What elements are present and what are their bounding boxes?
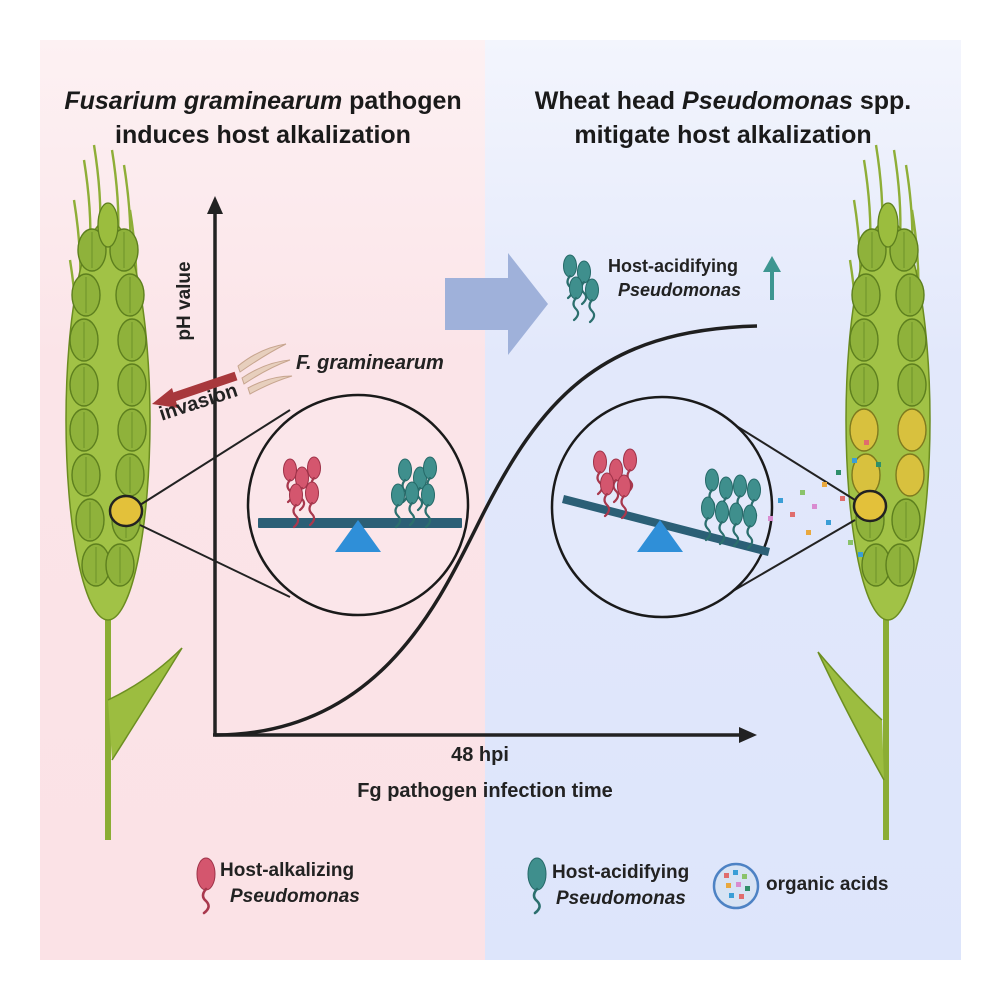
left-zoom-line-top [139, 409, 291, 506]
legend-alkalizing-icon [196, 857, 216, 915]
left-infection-spot [108, 494, 144, 528]
left-magnifier [246, 393, 470, 617]
right-annotation-line1: Host-acidifying [608, 256, 739, 276]
left-title: Fusarium graminearum pathogen induces ho… [40, 84, 486, 152]
left-zoom-line-bottom [139, 524, 291, 598]
right-infection-spot [852, 489, 888, 523]
right-title-prefix: Wheat head [534, 87, 683, 115]
legend-acidifying-icon [527, 857, 547, 915]
right-magnifier [550, 395, 774, 619]
ph-curve [214, 324, 758, 737]
fungus-spores-icon [237, 343, 293, 395]
x-axis-arrowhead [739, 727, 757, 743]
right-title-line2: mitigate host alkalization [574, 121, 872, 149]
left-title-italic: Fusarium graminearum [64, 87, 343, 115]
left-title-rest: pathogen [342, 87, 462, 115]
y-axis-label: pH value [174, 261, 195, 341]
left-title-line2: induces host alkalization [115, 121, 411, 149]
legend-organic-acids-label: organic acids [766, 874, 889, 895]
right-annotation-line2: Pseudomonas [618, 280, 742, 300]
pathogen-label: F. graminearum [296, 352, 444, 374]
legend-organic-acids-icon [712, 862, 760, 910]
y-axis-arrowhead [207, 196, 223, 214]
left-wheat-icon [65, 143, 183, 840]
x-axis-tick-label: 48 hpi [451, 744, 509, 766]
invasion-arrow [152, 371, 238, 408]
legend-acidifying-line2: Pseudomonas [556, 888, 686, 909]
x-axis-label: Fg pathogen infection time [357, 780, 613, 802]
increase-arrow-icon [763, 256, 781, 300]
legend-acidifying-line1: Host-acidifying [552, 862, 690, 883]
right-title: Wheat head Pseudomonas spp. mitigate hos… [488, 84, 958, 152]
right-title-suffix: spp. [852, 87, 912, 115]
right-title-italic: Pseudomonas [682, 87, 853, 115]
legend-alkalizing-line1: Host-alkalizing [220, 860, 355, 881]
transition-arrow [445, 253, 548, 355]
organic-acid-particles [768, 440, 881, 557]
legend-alkalizing-line2: Pseudomonas [230, 886, 360, 907]
right-wheat-icon [817, 143, 931, 840]
